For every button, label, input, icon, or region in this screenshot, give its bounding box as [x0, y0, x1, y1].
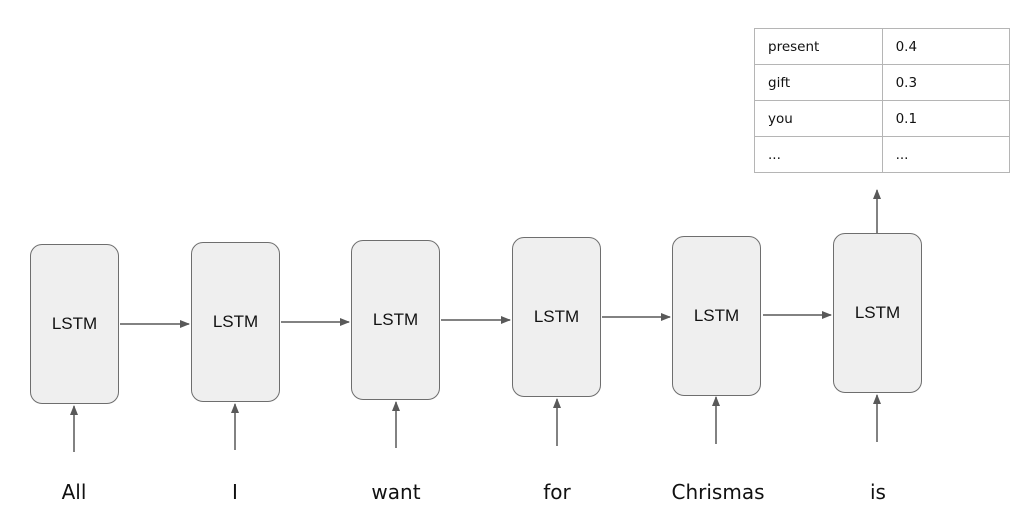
input-word-6: is: [870, 480, 886, 504]
table-row: ... ...: [754, 136, 1011, 173]
lstm-cell-1: LSTM: [30, 244, 119, 404]
lstm-cell-5: LSTM: [672, 236, 761, 396]
lstm-cell-label: LSTM: [372, 310, 419, 329]
table-row: present 0.4: [754, 28, 1011, 65]
table-cell-prob: 0.1: [881, 100, 1011, 137]
lstm-cell-6: LSTM: [833, 233, 922, 393]
lstm-cell-4: LSTM: [512, 237, 601, 397]
table-cell-word: you: [754, 100, 883, 137]
lstm-cell-label: LSTM: [533, 307, 580, 326]
lstm-cell-2: LSTM: [191, 242, 280, 402]
input-word-1: All: [61, 480, 87, 504]
input-word-4: for: [543, 480, 571, 504]
lstm-cell-label: LSTM: [854, 303, 901, 322]
input-word-3: want: [371, 480, 421, 504]
table-cell-word: present: [754, 28, 883, 65]
table-cell-word: ...: [754, 136, 883, 173]
lstm-cell-label: LSTM: [51, 314, 98, 333]
table-row: you 0.1: [754, 100, 1011, 137]
lstm-cell-3: LSTM: [351, 240, 440, 400]
table-cell-prob: ...: [881, 136, 1011, 173]
table-cell-word: gift: [754, 64, 883, 101]
table-row: gift 0.3: [754, 64, 1011, 101]
lstm-cell-label: LSTM: [693, 306, 740, 325]
table-cell-prob: 0.3: [881, 64, 1011, 101]
output-probability-table: present 0.4 gift 0.3 you 0.1 ... ...: [754, 28, 1011, 173]
input-word-5: Chrismas: [671, 480, 765, 504]
lstm-cell-label: LSTM: [212, 312, 259, 331]
input-word-2: I: [232, 480, 238, 504]
table-cell-prob: 0.4: [881, 28, 1011, 65]
